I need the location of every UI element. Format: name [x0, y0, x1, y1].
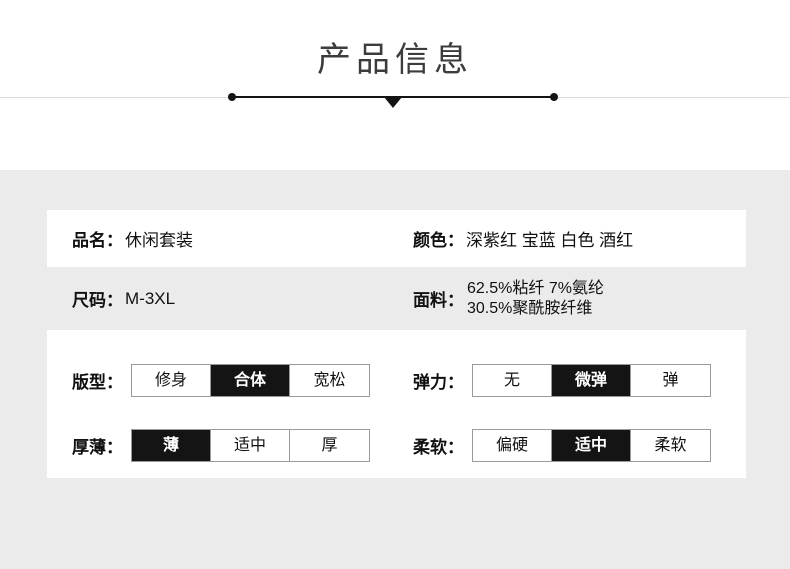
- info-value-color: 深紫红 宝蓝 白色 酒红: [466, 231, 634, 250]
- attribute-label-fit: 版型：: [72, 373, 123, 392]
- product-info-body: 品名： 休闲套装 颜色： 深紫红 宝蓝 白色 酒红 尺码： M-3XL 面料： …: [0, 170, 790, 569]
- down-triangle-icon: [384, 97, 402, 108]
- info-cell-color: 颜色： 深紫红 宝蓝 白色 酒红: [413, 210, 633, 267]
- info-band-top: [47, 210, 746, 267]
- info-value-name: 休闲套装: [125, 231, 193, 250]
- attribute-options-elasticity[interactable]: 无 微弹 弹: [472, 364, 711, 397]
- attribute-option-fit-1[interactable]: 合体: [211, 365, 290, 396]
- info-label-name: 品名：: [72, 231, 123, 250]
- title-divider: [228, 90, 558, 108]
- attribute-label-elasticity: 弹力：: [413, 373, 464, 392]
- info-label-color: 颜色：: [413, 231, 464, 250]
- info-label-size: 尺码：: [72, 291, 123, 310]
- info-row-name-color: 品名： 休闲套装 颜色： 深紫红 宝蓝 白色 酒红: [47, 210, 746, 267]
- attribute-cell-fit: 版型： 修身 合体 宽松: [72, 352, 370, 409]
- attribute-cell-thickness: 厚薄： 薄 适中 厚: [72, 417, 370, 474]
- divider-dot-left: [228, 93, 236, 101]
- info-label-fabric: 面料：: [413, 291, 464, 310]
- attribute-options-softness[interactable]: 偏硬 适中 柔软: [472, 429, 711, 462]
- attribute-option-thickness-2[interactable]: 厚: [290, 430, 369, 461]
- attribute-cell-elasticity: 弹力： 无 微弹 弹: [413, 352, 711, 409]
- attribute-option-elasticity-2[interactable]: 弹: [631, 365, 710, 396]
- attribute-option-fit-2[interactable]: 宽松: [290, 365, 369, 396]
- attribute-option-softness-2[interactable]: 柔软: [631, 430, 710, 461]
- attribute-cell-softness: 柔软： 偏硬 适中 柔软: [413, 417, 711, 474]
- attribute-option-thickness-1[interactable]: 适中: [211, 430, 290, 461]
- attribute-option-softness-0[interactable]: 偏硬: [473, 430, 552, 461]
- attribute-row-fit-elasticity: 版型： 修身 合体 宽松 弹力： 无 微弹 弹: [47, 352, 746, 409]
- attribute-row-thickness-softness: 厚薄： 薄 适中 厚 柔软： 偏硬 适中 柔软: [47, 417, 746, 474]
- attribute-options-fit[interactable]: 修身 合体 宽松: [131, 364, 370, 397]
- divider-dot-right: [550, 93, 558, 101]
- info-value-fabric: 62.5%粘纤 7%氨纶 30.5%聚酰胺纤维: [467, 279, 604, 317]
- info-cell-name: 品名： 休闲套装: [72, 210, 193, 267]
- attribute-option-softness-1[interactable]: 适中: [552, 430, 631, 461]
- attribute-option-fit-0[interactable]: 修身: [132, 365, 211, 396]
- attribute-label-thickness: 厚薄：: [72, 438, 123, 457]
- page-title: 产品信息: [317, 41, 473, 79]
- attribute-option-thickness-0[interactable]: 薄: [132, 430, 211, 461]
- info-row-size-fabric: 尺码： M-3XL 面料： 62.5%粘纤 7%氨纶 30.5%聚酰胺纤维: [47, 270, 746, 327]
- info-cell-size: 尺码： M-3XL: [72, 270, 175, 327]
- attribute-option-elasticity-0[interactable]: 无: [473, 365, 552, 396]
- attribute-options-thickness[interactable]: 薄 适中 厚: [131, 429, 370, 462]
- page-header: 产品信息: [0, 0, 790, 170]
- info-value-size: M-3XL: [125, 288, 176, 308]
- attribute-option-elasticity-1[interactable]: 微弹: [552, 365, 631, 396]
- attribute-label-softness: 柔软：: [413, 438, 464, 457]
- info-cell-fabric: 面料： 62.5%粘纤 7%氨纶 30.5%聚酰胺纤维: [413, 270, 604, 327]
